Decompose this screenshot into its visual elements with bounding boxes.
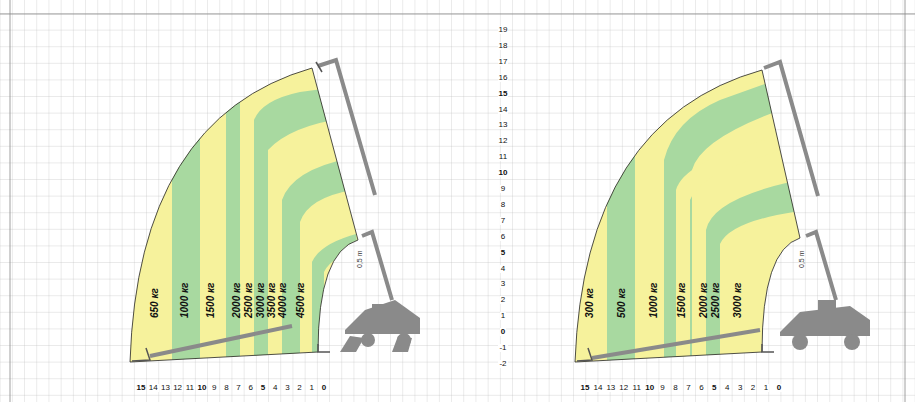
reach-axis-number: 4 [272, 384, 278, 392]
reach-axis-number: 7 [235, 384, 241, 392]
height-axis-number: 16 [498, 74, 509, 82]
reach-axis-number: 11 [632, 384, 642, 392]
height-axis-number: 8 [500, 201, 506, 209]
reach-axis-number: 9 [211, 384, 217, 392]
load-capacity-label: 1000 кг [180, 283, 190, 318]
height-axis-number: 13 [498, 121, 509, 129]
load-capacity-label: 3500 кг [267, 283, 277, 318]
reach-axis-number: 0 [321, 384, 327, 392]
height-axis-number: 3 [500, 280, 506, 288]
height-axis-number: 10 [498, 169, 509, 177]
reach-axis-number: 4 [724, 384, 730, 392]
reach-axis-number: 12 [172, 384, 183, 392]
reach-axis-number: 9 [659, 384, 665, 392]
reach-axis-number: 7 [685, 384, 691, 392]
reach-axis-number: 11 [185, 384, 195, 392]
reach-axis-number: 14 [592, 384, 603, 392]
reach-axis-number: 1 [763, 384, 769, 392]
load-capacity-label: 1500 кг [677, 283, 687, 318]
reach-axis-number: 14 [148, 384, 159, 392]
reach-axis-number: 10 [197, 384, 208, 392]
load-capacity-label: 1000 кг [649, 283, 659, 318]
height-axis-number: -1 [498, 344, 507, 352]
height-axis-number: 12 [498, 137, 509, 145]
height-axis-number: 7 [500, 217, 506, 225]
height-axis-number: -2 [498, 360, 507, 368]
height-axis-number: 15 [498, 90, 509, 98]
reach-axis-number: 3 [737, 384, 743, 392]
reach-axis-number: 13 [160, 384, 171, 392]
load-capacity-label: 3000 кг [733, 283, 743, 318]
reach-axis-number: 6 [698, 384, 704, 392]
load-capacity-label: 2000 кг [699, 283, 709, 318]
reach-axis-number: 1 [309, 384, 315, 392]
height-axis-number: 9 [500, 185, 506, 193]
load-capacity-label: 2500 кг [244, 283, 254, 318]
reach-axis-number: 2 [750, 384, 756, 392]
height-axis-number: 11 [498, 153, 508, 161]
height-axis-number: 0 [500, 328, 506, 336]
reach-axis-number: 13 [605, 384, 616, 392]
reach-axis-number: 0 [776, 384, 782, 392]
reach-axis-number: 8 [672, 384, 678, 392]
height-axis-number: 6 [500, 233, 506, 241]
load-capacity-label: 4500 кг [296, 283, 306, 318]
reach-axis-number: 6 [248, 384, 254, 392]
load-capacity-label: 300 кг [585, 288, 595, 318]
height-axis-number: 2 [500, 296, 506, 304]
reach-axis-number: 5 [260, 384, 266, 392]
load-capacity-label: 500 кг [617, 288, 627, 318]
reach-axis-number: 12 [618, 384, 629, 392]
dimension-label: 0,5 m [798, 250, 805, 268]
reach-axis-number: 15 [136, 384, 147, 392]
load-capacity-label: 2500 кг [711, 283, 721, 318]
reach-axis-number: 10 [644, 384, 655, 392]
load-capacity-label: 4000 кг [278, 283, 288, 318]
reach-axis-number: 5 [711, 384, 717, 392]
height-axis-number: 1 [500, 312, 506, 320]
height-axis-number: 5 [500, 249, 506, 257]
height-axis-number: 4 [500, 265, 506, 273]
reach-axis-number: 2 [296, 384, 302, 392]
load-capacity-label: 2000 кг [232, 283, 242, 318]
reach-axis-number: 8 [223, 384, 229, 392]
reach-axis-number: 3 [284, 384, 290, 392]
height-axis-number: 14 [498, 106, 509, 114]
reach-axis-number: 15 [580, 384, 591, 392]
load-capacity-label: 1500 кг [206, 283, 216, 318]
height-axis-number: 17 [498, 58, 509, 66]
dimension-label: 0,5 m [356, 250, 363, 268]
height-axis-number: 19 [498, 26, 509, 34]
height-axis-number: 18 [498, 42, 509, 50]
load-capacity-label: 650 кг [150, 288, 160, 318]
load-capacity-label: 3000 кг [256, 283, 266, 318]
